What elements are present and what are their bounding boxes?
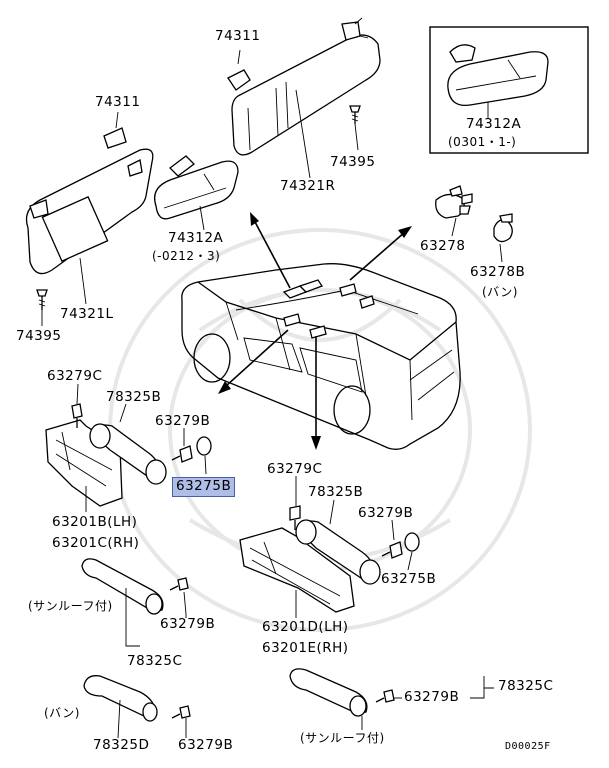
inset-box bbox=[429, 26, 589, 154]
label-63275B-right: 63275B bbox=[381, 571, 437, 587]
label-63279C-right: 63279C bbox=[267, 461, 323, 477]
label-78325C-right: 78325C bbox=[498, 678, 554, 694]
label-63278B-note: (バン) bbox=[482, 285, 518, 299]
screw-74395-left bbox=[36, 289, 48, 310]
label-inset-date: (0301・1-) bbox=[448, 135, 517, 149]
coat-hook-63278 bbox=[435, 185, 473, 219]
label-74321R: 74321R bbox=[280, 178, 336, 194]
label-78325B-right: 78325B bbox=[308, 484, 364, 500]
label-63279B-left: 63279B bbox=[155, 413, 211, 429]
label-63279B-right: 63279B bbox=[358, 505, 414, 521]
label-63201C: 63201C(RH) bbox=[52, 535, 140, 551]
leader-lines bbox=[41, 49, 503, 739]
grip-assembly-left bbox=[45, 403, 212, 507]
label-63278B: 63278B bbox=[470, 264, 526, 280]
diagram-code: D00025F bbox=[505, 741, 551, 752]
label-63279B-van: 63279B bbox=[178, 737, 234, 753]
mirror-inset bbox=[447, 44, 549, 117]
label-63201E: 63201E(RH) bbox=[262, 640, 349, 656]
label-sunroof-left: (サンルーフ付) bbox=[28, 599, 113, 613]
grip-78325C-left bbox=[81, 558, 189, 615]
sun-visor-left bbox=[25, 127, 154, 275]
grip-78325D bbox=[83, 675, 191, 722]
label-78325C-left: 78325C bbox=[127, 653, 183, 669]
grip-78325C-right bbox=[289, 668, 395, 717]
label-63278: 63278 bbox=[420, 238, 466, 254]
label-63279C-left: 63279C bbox=[47, 368, 103, 384]
label-van: (バン) bbox=[44, 706, 80, 720]
label-63275B-highlighted[interactable]: 63275B bbox=[172, 477, 236, 497]
label-74395-right: 74395 bbox=[330, 154, 376, 170]
coat-hook-63278B bbox=[493, 213, 513, 243]
label-63279B-sunroof-right: 63279B bbox=[404, 689, 460, 705]
car-mounting-points bbox=[282, 279, 375, 339]
label-78325D: 78325D bbox=[93, 737, 150, 753]
callout-arrows bbox=[218, 212, 412, 450]
mirror-center bbox=[153, 155, 239, 220]
screw-74395-right bbox=[349, 105, 361, 124]
label-74312A: 74312A bbox=[168, 230, 224, 246]
label-74311-left: 74311 bbox=[95, 94, 141, 110]
label-63201B: 63201B(LH) bbox=[52, 514, 138, 530]
label-74395-left: 74395 bbox=[16, 328, 62, 344]
label-74312A-inset: 74312A bbox=[466, 116, 522, 132]
label-63201D: 63201D(LH) bbox=[262, 619, 349, 635]
grip-assembly-right bbox=[239, 505, 420, 613]
label-74311-right: 74311 bbox=[215, 28, 261, 44]
label-63279B-sunroof-left: 63279B bbox=[160, 616, 216, 632]
label-74321L: 74321L bbox=[60, 306, 114, 322]
label-74312A-date: (-0212・3) bbox=[152, 249, 221, 263]
label-78325B-left: 78325B bbox=[106, 389, 162, 405]
label-sunroof-right: (サンルーフ付) bbox=[300, 731, 385, 745]
car-outline bbox=[181, 263, 461, 450]
sun-visor-right bbox=[227, 17, 381, 156]
